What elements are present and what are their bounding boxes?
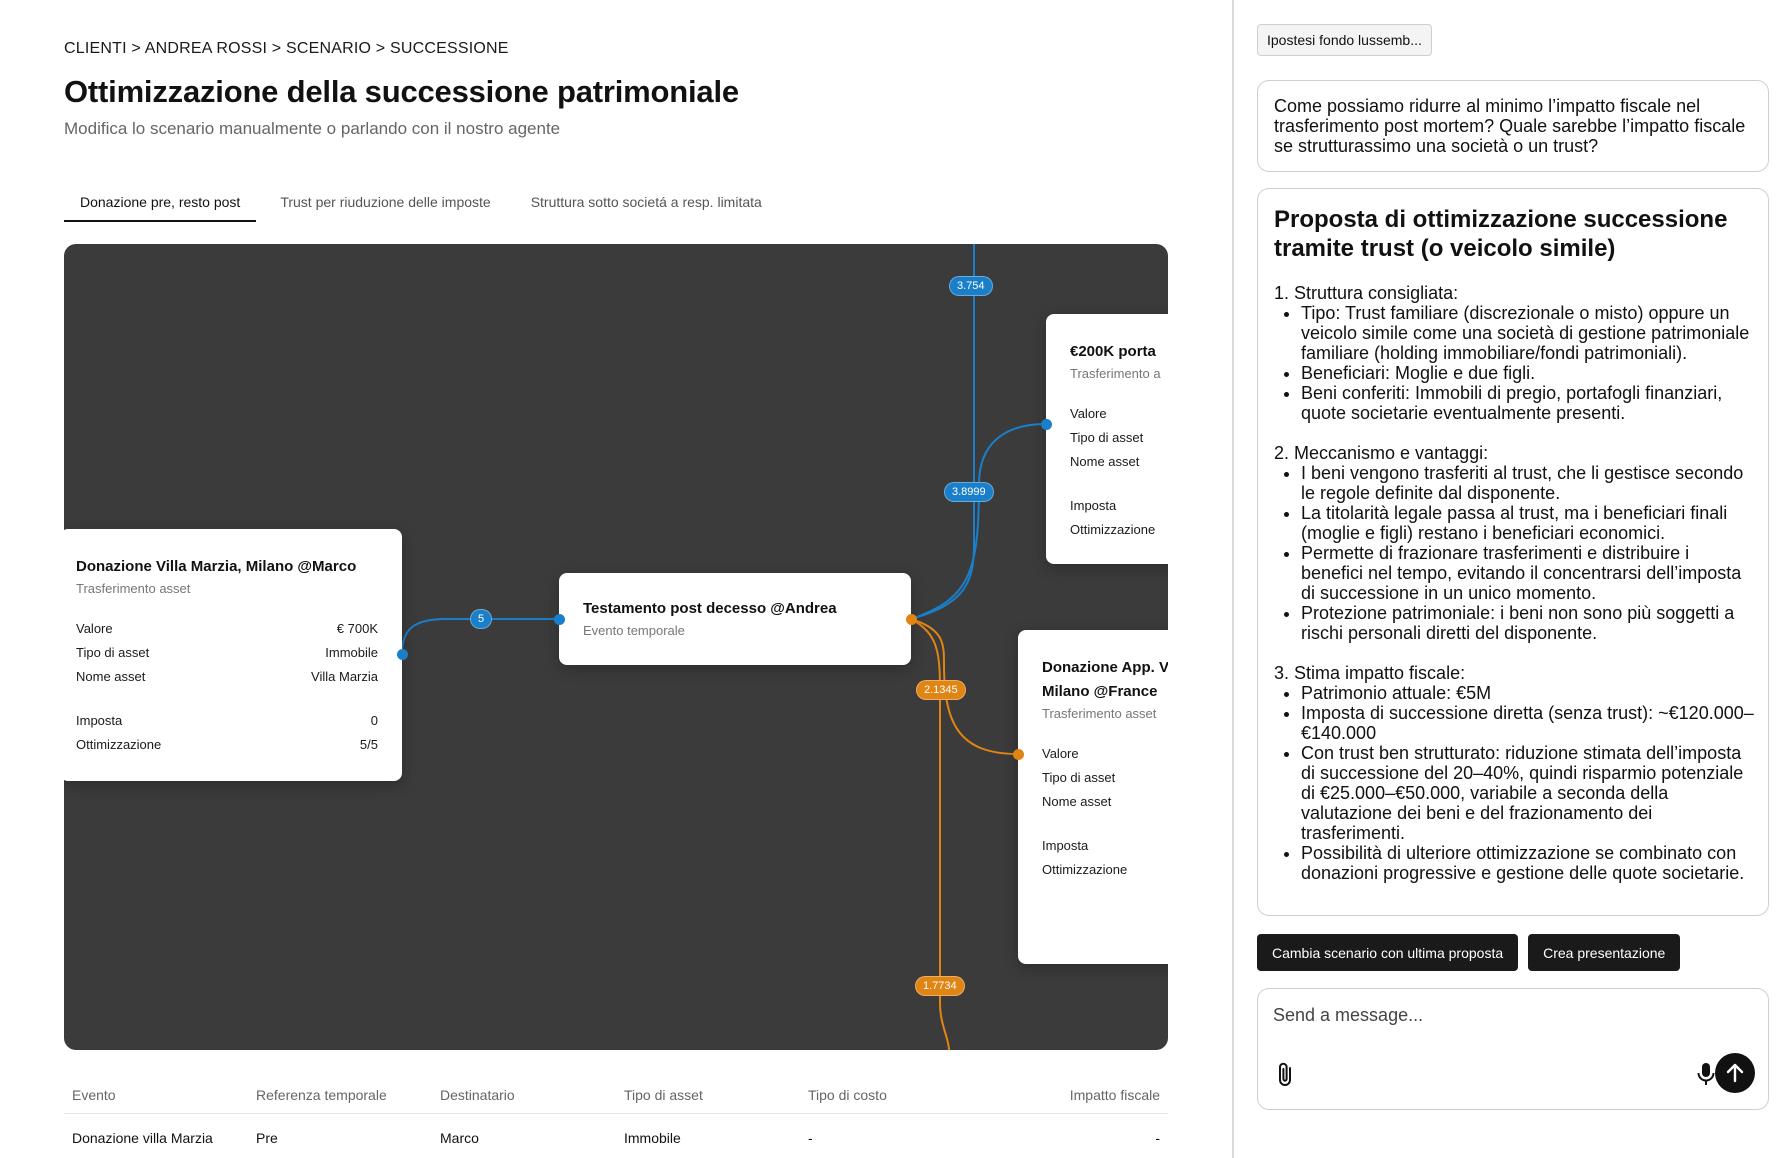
node-row-valore: Valore xyxy=(1070,405,1107,421)
node-row-nome-asset: Nome asset xyxy=(1042,793,1112,809)
node-title-line1: Donazione App. V xyxy=(1042,659,1168,676)
send-button[interactable] xyxy=(1715,1053,1755,1093)
cell-referenza: Pre xyxy=(256,1130,278,1146)
node-donazione-villa-marzia[interactable]: Donazione Villa Marzia, Milano @Marco Tr… xyxy=(64,529,402,781)
edge-left-to-center xyxy=(401,618,559,655)
hypothesis-chip[interactable]: Ipostesi fondo lussemb... xyxy=(1257,24,1432,56)
reply-title: Proposta di ottimizzazione successione t… xyxy=(1274,206,1728,262)
reply-section-3: 3. Stima impatto fiscale: Patrimonio att… xyxy=(1274,663,1754,883)
cell-evento: Donazione villa Marzia xyxy=(72,1130,213,1146)
apply-proposal-button[interactable]: Cambia scenario con ultima proposta xyxy=(1257,934,1519,971)
events-table: Evento Referenza temporale Destinatario … xyxy=(64,1076,1168,1158)
message-input[interactable]: Send a message... xyxy=(1273,1005,1424,1025)
list-item: Permette di frazionare trasferimenti e d… xyxy=(1301,543,1754,603)
node-subtitle: Evento temporale xyxy=(583,623,685,638)
list-item: I beni vengono trasferiti al trust, che … xyxy=(1301,463,1754,503)
panel-divider xyxy=(1232,0,1234,1158)
list-item: Protezione patrimoniale: i beni non sono… xyxy=(1301,603,1754,643)
column-header-destinatario[interactable]: Destinatario xyxy=(440,1086,515,1103)
table-header: Evento Referenza temporale Destinatario … xyxy=(64,1076,1168,1114)
column-header-tipo-asset[interactable]: Tipo di asset xyxy=(624,1086,703,1103)
connector-dot-center-in[interactable] xyxy=(554,614,565,625)
connector-dot-bottom-right-node[interactable] xyxy=(1013,749,1024,760)
breadcrumb[interactable]: CLIENTI > ANDREA ROSSI > SCENARIO > SUCC… xyxy=(64,40,509,57)
list-item: Con trust ben strutturato: riduzione sti… xyxy=(1301,743,1754,843)
node-subtitle: Trasferimento asset xyxy=(1042,706,1157,721)
user-message: Come possiamo ridurre al minimo l’impatt… xyxy=(1257,80,1769,172)
cell-tipo-asset: Immobile xyxy=(624,1130,681,1146)
node-title: €200K porta xyxy=(1070,343,1156,360)
column-header-tipo-costo[interactable]: Tipo di costo xyxy=(808,1086,887,1103)
node-row-nome-asset: Nome asset xyxy=(1070,453,1140,469)
node-row-ottimizzazione: Ottimizzazione xyxy=(1070,521,1156,537)
node-row-ottimizzazione: Ottimizzazione xyxy=(1042,861,1128,877)
node-row-tipo-asset: Tipo di asset xyxy=(1042,769,1116,785)
edge-badge-2[interactable]: 3.8999 xyxy=(944,482,994,502)
arrow-up-icon xyxy=(1726,1063,1744,1083)
create-presentation-button[interactable]: Crea presentazione xyxy=(1528,934,1681,971)
cell-impatto-fiscale: - xyxy=(1155,1130,1160,1146)
agent-chat-panel: Ipostesi fondo lussemb... Come possiamo … xyxy=(1234,0,1790,1158)
tab-struttura-societa[interactable]: Struttura sotto societá a resp. limitata xyxy=(530,194,762,210)
edge-center-to-top-right xyxy=(910,423,1047,620)
tab-donazione-pre-resto-post[interactable]: Donazione pre, resto post xyxy=(64,188,257,222)
connector-dot-left-node[interactable] xyxy=(397,649,408,660)
node-row-imposta: Imposta xyxy=(1070,497,1117,513)
list-item: Patrimonio attuale: €5M xyxy=(1301,683,1754,703)
node-portafoglio[interactable]: €200K porta Trasferimento a Valore Tipo … xyxy=(1046,314,1168,564)
message-composer[interactable]: Send a message... xyxy=(1257,988,1769,1110)
edge-center-to-top xyxy=(910,244,975,620)
column-header-evento[interactable]: Evento xyxy=(72,1086,116,1103)
edge-badge-3[interactable]: 5 xyxy=(470,609,493,629)
microphone-icon[interactable] xyxy=(1694,1061,1718,1087)
edge-badge-4[interactable]: 2.1345 xyxy=(916,680,966,700)
node-title: Testamento post decesso @Andrea xyxy=(583,600,837,617)
node-title: Donazione Villa Marzia, Milano @Marco xyxy=(76,558,357,575)
list-item: Possibilità di ulteriore ottimizzazione … xyxy=(1301,843,1754,883)
node-row-valore: Valore€ 700K xyxy=(76,620,378,636)
agent-reply[interactable]: Proposta di ottimizzazione successione t… xyxy=(1257,188,1769,916)
tab-trust-riduzione-imposte[interactable]: Trust per riuduzione delle imposte xyxy=(280,194,491,210)
node-subtitle: Trasferimento asset xyxy=(76,581,191,596)
edge-badge-5[interactable]: 1.7734 xyxy=(915,976,965,996)
edge-badge-1[interactable]: 3.754 xyxy=(949,276,993,296)
main-area: CLIENTI > ANDREA ROSSI > SCENARIO > SUCC… xyxy=(64,40,1168,1158)
node-row-tipo-asset: Tipo di asset xyxy=(1070,429,1144,445)
list-item: Imposta di successione diretta (senza tr… xyxy=(1301,703,1754,743)
node-donazione-appartamento[interactable]: Donazione App. V Milano @France Trasferi… xyxy=(1018,630,1168,964)
page-title: Ottimizzazione della successione patrimo… xyxy=(64,74,739,109)
paperclip-icon[interactable] xyxy=(1274,1061,1298,1089)
node-testamento-post-decesso[interactable]: Testamento post decesso @Andrea Evento t… xyxy=(559,573,911,665)
page-subtitle: Modifica lo scenario manualmente o parla… xyxy=(64,119,561,138)
reply-actions: Cambia scenario con ultima proposta Crea… xyxy=(1257,934,1681,971)
reply-section-1: 1. Struttura consigliata: Tipo: Trust fa… xyxy=(1274,283,1754,423)
node-title-line2: Milano @France xyxy=(1042,683,1158,700)
node-row-valore: Valore xyxy=(1042,745,1079,761)
node-subtitle: Trasferimento a xyxy=(1070,366,1161,381)
cell-tipo-costo: - xyxy=(808,1130,813,1146)
connector-dot-top-right-node[interactable] xyxy=(1041,419,1052,430)
list-item: Beni conferiti: Immobili di pregio, port… xyxy=(1301,383,1754,423)
table-row[interactable]: Donazione villa Marzia Pre Marco Immobil… xyxy=(64,1114,1168,1158)
list-item: Beneficiari: Moglie e due figli. xyxy=(1301,363,1754,383)
list-item: Tipo: Trust familiare (discrezionale o m… xyxy=(1301,303,1754,363)
column-header-referenza[interactable]: Referenza temporale xyxy=(256,1086,387,1103)
cell-destinatario: Marco xyxy=(440,1130,479,1146)
scenario-graph-canvas[interactable]: Donazione Villa Marzia, Milano @Marco Tr… xyxy=(64,244,1168,1050)
list-item: La titolarità legale passa al trust, ma … xyxy=(1301,503,1754,543)
connector-dot-center-out[interactable] xyxy=(906,614,917,625)
column-header-impatto-fiscale[interactable]: Impatto fiscale xyxy=(1069,1086,1160,1103)
reply-section-2: 2. Meccanismo e vantaggi: I beni vengono… xyxy=(1274,443,1754,643)
edge-center-to-bottom-right xyxy=(910,618,1019,755)
node-row-imposta: Imposta xyxy=(1042,837,1089,853)
scenario-tabs: Donazione pre, resto post Trust per riud… xyxy=(64,188,786,222)
